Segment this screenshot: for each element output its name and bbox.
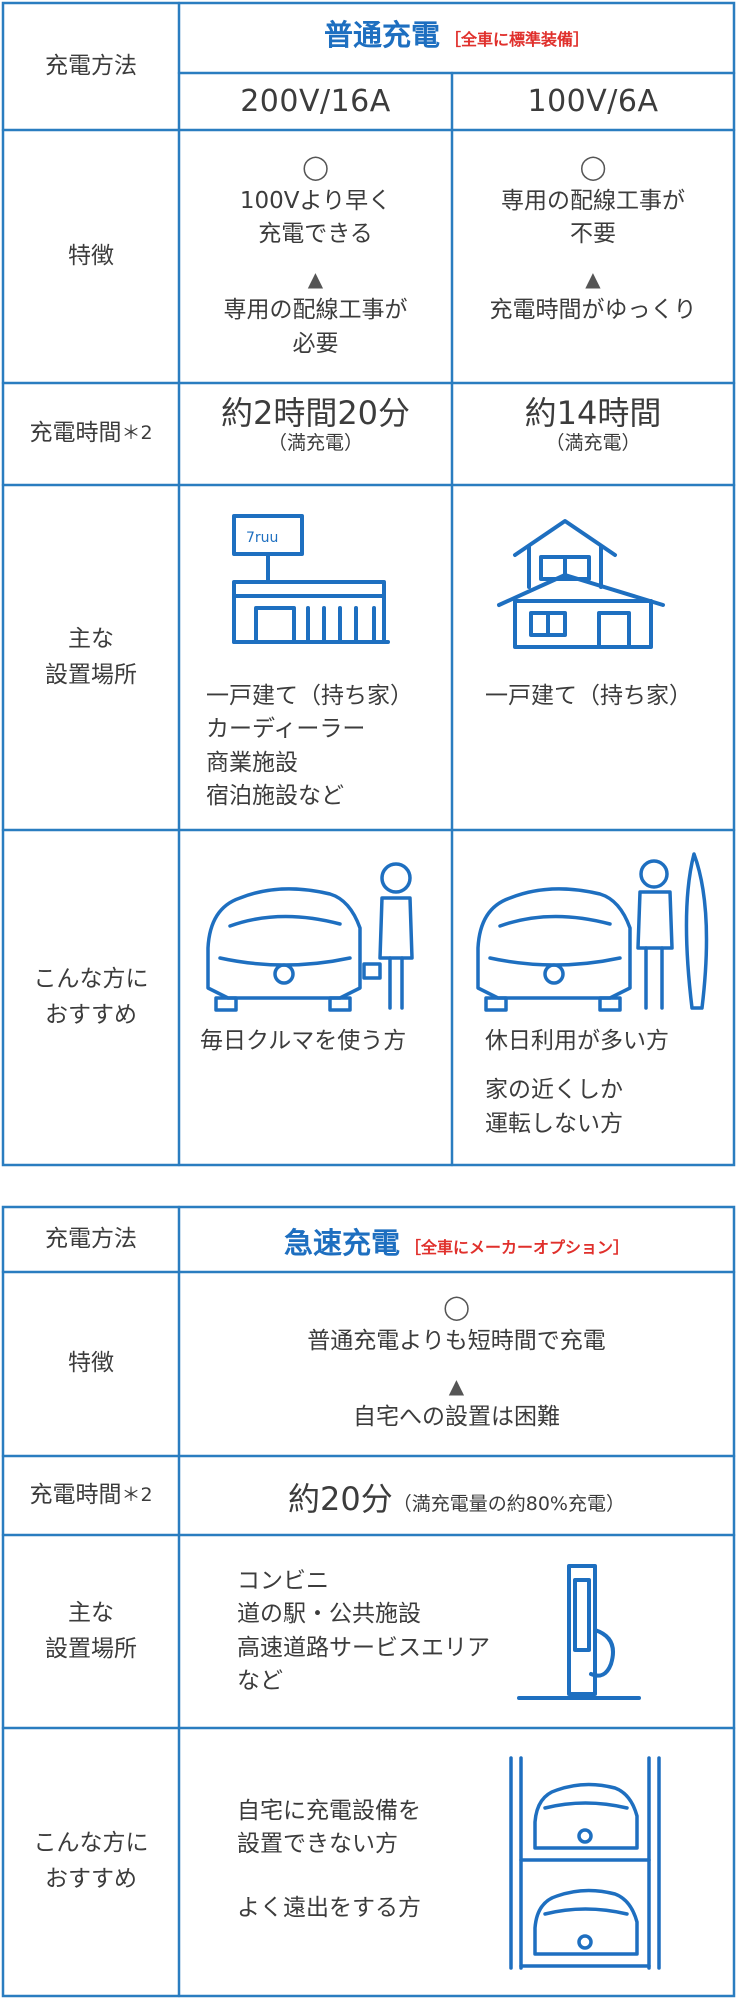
quick-recommend: 自宅に充電設備を 設置できない方 よく遠出をする方 bbox=[237, 1795, 421, 1925]
quick-title: 急速充電 bbox=[283, 1226, 400, 1260]
recommend-label-line2: おすすめ bbox=[45, 1866, 137, 1892]
col1-features: ◯ 100Vより早く 充電できる ▲ 専用の配線工事が 必要 bbox=[179, 150, 452, 361]
col1-places: 一戸建て（持ち家） カーディーラー 商業施設 宿泊施設など bbox=[206, 680, 413, 813]
quick-badge: ［全車にメーカーオプション］ bbox=[405, 1238, 630, 1257]
col1-header: 200V/16A bbox=[179, 80, 452, 124]
recommend-label-line1: こんな方に bbox=[33, 965, 149, 992]
quick-time-label: 充電時間＊2 bbox=[3, 1456, 179, 1535]
time-sub: （満充電） bbox=[267, 432, 363, 455]
recommend-item: 家の近くしか bbox=[485, 1077, 623, 1104]
place-item: 宿泊施設など bbox=[206, 783, 344, 810]
normal-title: 普通充電 bbox=[323, 18, 440, 52]
car-and-surfer-illustration bbox=[476, 852, 709, 1012]
bad-mark-icon: ▲ bbox=[448, 1374, 465, 1399]
normal-time-label: 充電時間＊2 bbox=[3, 383, 179, 485]
recommend-item: 毎日クルマを使う方 bbox=[200, 1028, 407, 1054]
recommend-item: 自宅に充電設備を bbox=[237, 1798, 421, 1824]
time-label-text: 充電時間 bbox=[29, 420, 122, 447]
feature-line: 専用の配線工事が bbox=[501, 187, 685, 214]
col2-header: 100V/6A bbox=[452, 80, 734, 124]
place-item: 道の駅・公共施設 bbox=[237, 1601, 421, 1628]
svg-text:7ruu: 7ruu bbox=[246, 530, 278, 546]
normal-header-title: 普通充電 ［全車に標準装備］ bbox=[179, 12, 734, 54]
quick-charger-illustration bbox=[517, 1564, 641, 1700]
recommend-item: 休日利用が多い方 bbox=[485, 1028, 669, 1054]
recommend-label-line2: おすすめ bbox=[45, 1001, 137, 1028]
places-label-line1: 主な bbox=[68, 625, 114, 652]
time-label-text: 充電時間 bbox=[29, 1481, 122, 1508]
time-value: 約14時間 bbox=[524, 394, 662, 432]
good-mark-icon: ◯ bbox=[579, 153, 607, 181]
quick-recommend-label: こんな方に おすすめ bbox=[3, 1728, 179, 1996]
recommend-item: よく遠出をする方 bbox=[237, 1894, 421, 1921]
time-value: 約20分 bbox=[288, 1480, 393, 1518]
method-label-text: 充電方法 bbox=[45, 1225, 137, 1252]
time-sub: （満充電） bbox=[545, 432, 641, 455]
house-illustration bbox=[497, 519, 665, 649]
feature-line: 自宅への設置は困難 bbox=[353, 1404, 560, 1431]
quick-places: コンビニ 道の駅・公共施設 高速道路サービスエリア など bbox=[237, 1565, 490, 1698]
col1-recommend: 毎日クルマを使う方 bbox=[200, 1025, 406, 1058]
bad-mark-icon: ▲ bbox=[585, 267, 601, 292]
normal-method-label: 充電方法 bbox=[3, 3, 179, 130]
footnote-mark: ＊2 bbox=[121, 1483, 153, 1506]
features-label-text: 特徴 bbox=[68, 242, 114, 269]
places-label-line2: 設置場所 bbox=[45, 1635, 137, 1662]
recommend-item: 運転しない方 bbox=[485, 1110, 623, 1137]
col2-time: 約14時間 （満充電） bbox=[452, 394, 734, 455]
col2-header-text: 100V/6A bbox=[527, 84, 659, 119]
col2-features: ◯ 専用の配線工事が 不要 ▲ 充電時間がゆっくり bbox=[452, 150, 734, 328]
place-item: 一戸建て（持ち家） bbox=[485, 683, 692, 709]
places-label-line2: 設置場所 bbox=[45, 661, 137, 688]
normal-features-label: 特徴 bbox=[3, 130, 179, 383]
quick-features: ◯ 普通充電よりも短時間で充電 ▲ 自宅への設置は困難 bbox=[179, 1290, 734, 1434]
quick-places-label: 主な 設置場所 bbox=[3, 1535, 179, 1728]
quick-features-label: 特徴 bbox=[3, 1272, 179, 1456]
quick-time: 約20分（満充電量の約80%充電） bbox=[179, 1476, 734, 1522]
time-sub: （満充電量の約80%充電） bbox=[392, 1493, 625, 1515]
good-mark-icon: ◯ bbox=[443, 1293, 470, 1321]
feature-line: 100Vより早く bbox=[239, 187, 392, 214]
footnote-mark: ＊2 bbox=[121, 422, 153, 445]
recommend-item: 設置できない方 bbox=[237, 1831, 398, 1858]
col1-time: 約2時間20分 （満充電） bbox=[179, 394, 452, 455]
place-item: カーディーラー bbox=[206, 716, 366, 743]
quick-header-title: 急速充電 ［全車にメーカーオプション］ bbox=[179, 1220, 734, 1262]
feature-line: 普通充電よりも短時間で充電 bbox=[307, 1327, 606, 1354]
places-label-line1: 主な bbox=[68, 1599, 114, 1626]
feature-line: 不要 bbox=[570, 221, 616, 248]
recommend-label-line1: こんな方に bbox=[33, 1830, 149, 1857]
method-label-text: 充電方法 bbox=[45, 52, 137, 79]
parking-garage-cars-illustration bbox=[509, 1756, 661, 1970]
normal-places-label: 主な 設置場所 bbox=[3, 485, 179, 830]
feature-line: 充電できる bbox=[258, 221, 373, 248]
feature-line: 必要 bbox=[292, 330, 339, 357]
car-and-businessman-illustration bbox=[206, 862, 414, 1012]
time-value: 約2時間20分 bbox=[220, 394, 411, 432]
col2-recommend: 休日利用が多い方 家の近くしか 運転しない方 bbox=[485, 1025, 669, 1141]
col2-places: 一戸建て（持ち家） bbox=[485, 680, 692, 713]
place-item: 一戸建て（持ち家） bbox=[206, 683, 413, 709]
normal-recommend-label: こんな方に おすすめ bbox=[3, 830, 179, 1165]
features-label-text: 特徴 bbox=[68, 1350, 114, 1377]
place-item: 商業施設 bbox=[206, 749, 298, 776]
feature-line: 専用の配線工事が bbox=[223, 297, 408, 324]
quick-method-label: 充電方法 bbox=[3, 1207, 179, 1272]
place-item: コンビニ bbox=[237, 1568, 329, 1594]
feature-line: 充電時間がゆっくり bbox=[489, 297, 697, 324]
place-item: 高速道路サービスエリア bbox=[237, 1634, 490, 1661]
convenience-store-illustration: 7ruu bbox=[232, 514, 390, 644]
bad-mark-icon: ▲ bbox=[307, 267, 324, 292]
good-mark-icon: ◯ bbox=[302, 153, 329, 181]
normal-badge: ［全車に標準装備］ bbox=[445, 30, 590, 49]
col1-header-text: 200V/16A bbox=[240, 84, 391, 119]
place-item: など bbox=[237, 1668, 283, 1695]
